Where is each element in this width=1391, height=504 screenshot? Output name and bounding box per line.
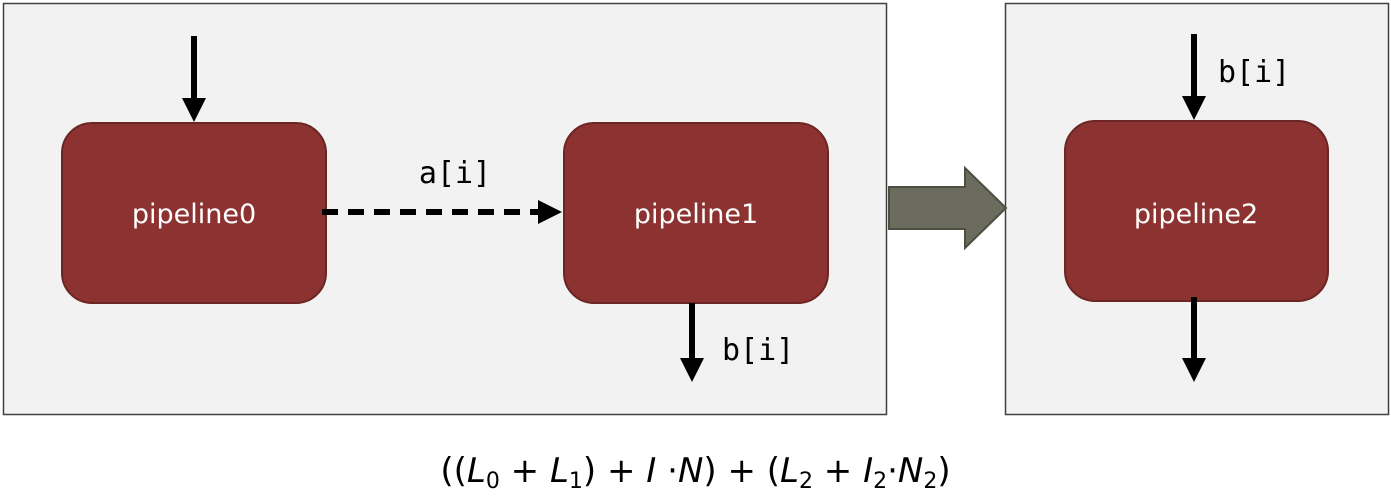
dashed-arrow-a	[322, 200, 562, 224]
node-pipeline1: pipeline1	[563, 122, 829, 304]
input-arrow-pipeline2	[1182, 34, 1206, 120]
node-pipeline2: pipeline2	[1064, 120, 1329, 302]
transition-arrow	[888, 165, 1008, 251]
edge-label-b-in: b[i]	[1218, 55, 1290, 90]
edge-label-b-out: b[i]	[722, 333, 794, 368]
pipeline-diagram: pipeline0 a[i] pipeline1 b[i] b[i] pipel…	[2, 2, 1390, 416]
node-label-pipeline2: pipeline2	[1134, 199, 1258, 230]
node-label-pipeline0: pipeline0	[132, 199, 256, 230]
output-arrow-pipeline1	[680, 303, 704, 382]
node-pipeline0: pipeline0	[61, 122, 327, 304]
input-arrow-pipeline0	[182, 36, 206, 122]
edge-label-a: a[i]	[419, 156, 491, 191]
output-arrow-pipeline2	[1182, 297, 1206, 382]
latency-formula: ((L0 + L1) + I ·N) + (L2 + I2·N2)	[440, 451, 951, 494]
node-label-pipeline1: pipeline1	[634, 199, 758, 230]
